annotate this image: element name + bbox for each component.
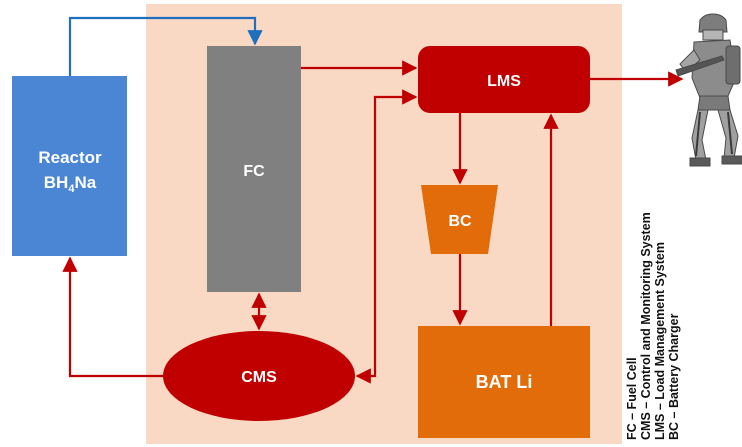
- reactor-block: Reactor BH4Na: [12, 76, 127, 256]
- arrow-cms-lms: [355, 89, 418, 384]
- legend-item-cms: CMS – Control and Monitoring System: [639, 212, 653, 440]
- bc-block: BC: [421, 185, 498, 254]
- reactor-formula: BH4Na: [44, 173, 97, 195]
- lms-label: LMS: [487, 73, 521, 90]
- legend-item-lms: LMS – Load Management System: [653, 242, 667, 440]
- bat-block: BAT Li: [418, 326, 590, 438]
- soldier-exoskeleton-image: [675, 13, 742, 167]
- reactor-label: Reactor: [38, 148, 102, 167]
- bc-label: BC: [448, 213, 472, 230]
- arrow-cms-to-reactor: [62, 256, 163, 378]
- cms-block: CMS: [163, 331, 355, 421]
- legend-item-fc: FC – Fuel Cell: [625, 357, 639, 440]
- legend: FC – Fuel Cell CMS – Control and Monitor…: [625, 212, 681, 440]
- fc-block: FC: [207, 46, 301, 292]
- arrow-reactor-to-fc: [68, 16, 263, 76]
- cms-label: CMS: [241, 369, 277, 386]
- lms-block: LMS: [418, 46, 590, 113]
- bat-label: BAT Li: [476, 372, 533, 392]
- fc-label: FC: [243, 163, 265, 180]
- legend-item-bc: BC – Battery Charger: [667, 313, 681, 440]
